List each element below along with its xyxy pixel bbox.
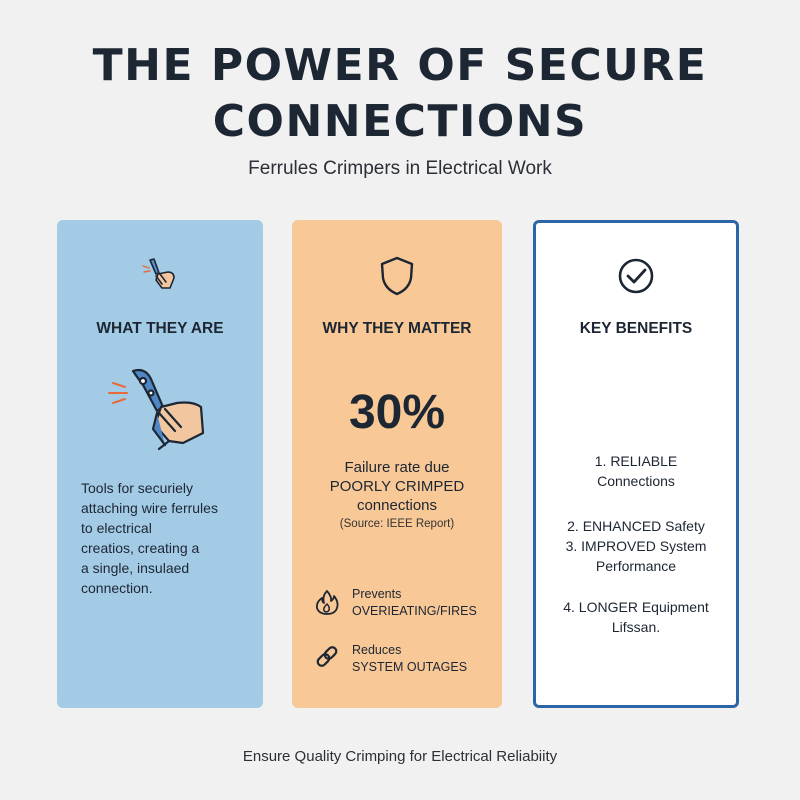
benefit-line: Connections xyxy=(597,473,675,489)
stat-source: (Source: IEEE Report) xyxy=(339,518,455,530)
card-heading: WHAT THEY ARE xyxy=(96,320,224,337)
benefit-line: 2. ENHANCED Safety xyxy=(567,518,705,534)
benefit-line: 4. LONGER Equipment xyxy=(563,599,709,615)
benefit-item: 2. ENHANCED Safety xyxy=(536,516,736,536)
description-line: creatios, creating a xyxy=(81,540,200,556)
benefit-item: 1. RELIABLE Connections xyxy=(536,451,736,491)
point-line: Prevents xyxy=(352,587,402,601)
description-line: Tools for securiely xyxy=(81,480,194,496)
flame-icon xyxy=(314,588,340,621)
footer-tagline: Ensure Quality Crimping for Electrical R… xyxy=(242,748,558,765)
page-subtitle: Ferrules Crimpers in Electrical Work xyxy=(248,158,552,179)
stat-description: Failure rate due POORLY CRIMPED connecti… xyxy=(292,458,502,515)
point-line: Reduces xyxy=(352,643,402,657)
crimper-tool-icon xyxy=(103,363,213,458)
page-title: THE POWER OF SECURE CONNECTIONS xyxy=(0,38,800,150)
card-key-benefits: KEY BENEFITS 1. RELIABLE Connections 2. … xyxy=(533,220,739,708)
description-line: a single, insulaed xyxy=(81,560,190,576)
title-line-2: CONNECTIONS xyxy=(212,96,588,147)
stat-line: Failure rate due xyxy=(344,459,450,476)
chain-link-icon xyxy=(314,644,340,677)
title-line-1: THE POWER OF SECURE xyxy=(92,40,708,91)
benefit-line: Lifssan. xyxy=(611,619,661,635)
point-text: Reduces SYSTEM OUTAGES xyxy=(352,642,467,676)
card-what-they-are: WHAT THEY ARE Tools for securiely attach… xyxy=(57,220,263,708)
card-heading: WHY THEY MATTER xyxy=(322,320,472,337)
benefit-line: 3. IMPROVED System xyxy=(565,538,707,554)
description-line: connection. xyxy=(81,580,153,596)
benefit-item: 3. IMPROVED System Performance xyxy=(536,536,736,576)
benefit-item: 4. LONGER Equipment Lifssan. xyxy=(536,597,736,637)
card-heading: KEY BENEFITS xyxy=(579,320,693,337)
point-text: Prevents OVERIEATING/FIRES xyxy=(352,586,477,620)
stat-line: connections xyxy=(356,497,438,514)
shield-icon xyxy=(377,254,417,303)
card-description: Tools for securiely attaching wire ferru… xyxy=(81,478,256,598)
benefit-line: 1. RELIABLE xyxy=(594,453,678,469)
stat-line: POORLY CRIMPED xyxy=(329,478,465,495)
benefit-line: Performance xyxy=(595,558,677,574)
stat-value: 30% xyxy=(348,386,446,439)
crimper-hand-icon xyxy=(140,254,180,299)
description-line: to electrical xyxy=(81,520,152,536)
point-line: SYSTEM OUTAGES xyxy=(352,660,468,674)
description-line: attaching wire ferrules xyxy=(81,500,218,516)
check-circle-icon xyxy=(615,255,657,302)
point-line: OVERIEATING/FIRES xyxy=(352,604,477,618)
card-why-they-matter: WHY THEY MATTER 30% Failure rate due POO… xyxy=(292,220,502,708)
